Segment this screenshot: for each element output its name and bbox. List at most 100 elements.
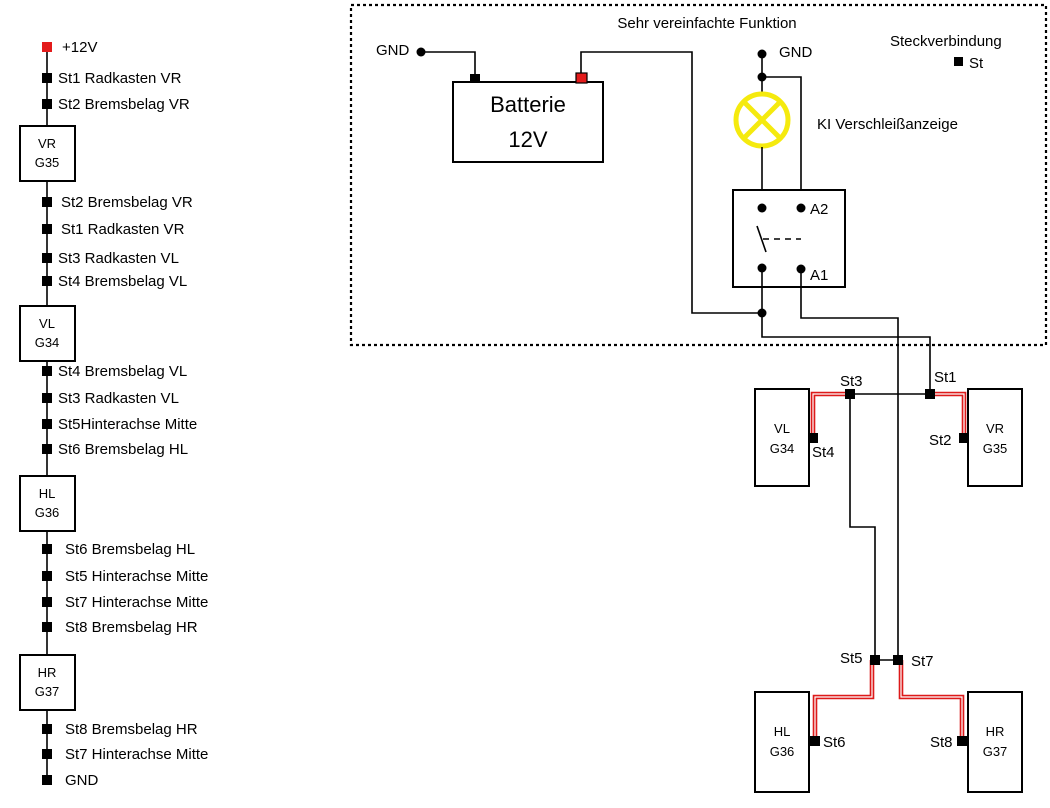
connector-st5-label: St5 bbox=[840, 650, 863, 667]
chain-sensor-code: G35 bbox=[35, 155, 60, 170]
chain-label: +12V bbox=[62, 39, 97, 56]
chain-sensor-name: VL bbox=[39, 316, 55, 331]
sensor-leads bbox=[810, 391, 967, 740]
connector-chain: +12V St1 Radkasten VR St2 Bremsbelag VR VR G… bbox=[19, 39, 208, 789]
relay-a2-pin bbox=[796, 203, 806, 213]
chain-sensor-box bbox=[19, 654, 76, 711]
sensor-vr-code: G35 bbox=[983, 441, 1008, 456]
sensor-vr bbox=[967, 388, 1023, 487]
legend-symbol-label: St bbox=[969, 55, 984, 72]
chain-connector bbox=[42, 366, 52, 376]
battery-minus-wire bbox=[421, 51, 476, 77]
connector-st4-label: St4 bbox=[812, 444, 835, 461]
chain-sensor-code: G34 bbox=[35, 335, 60, 350]
chain-label: St2 Bremsbelag VR bbox=[61, 194, 193, 211]
sensor-hr-code: G37 bbox=[983, 744, 1008, 759]
sensor-hl-name: HL bbox=[774, 724, 791, 739]
connector-st8 bbox=[957, 736, 967, 746]
chain-connector bbox=[42, 622, 52, 632]
chain-label: St8 Bremsbelag HR bbox=[65, 721, 198, 738]
chain-connector bbox=[42, 775, 52, 785]
chain-connector bbox=[42, 99, 52, 109]
relay-a2-label: A2 bbox=[810, 201, 828, 218]
connector-st3-label: St3 bbox=[840, 373, 863, 390]
connector-st5 bbox=[870, 655, 880, 665]
battery bbox=[452, 81, 604, 163]
sensor-vr-name: VR bbox=[986, 421, 1004, 436]
chain-connector bbox=[42, 197, 52, 207]
connector-st7-label: St7 bbox=[911, 653, 934, 670]
battery-minus-terminal bbox=[470, 74, 480, 83]
connector-st6-label: St6 bbox=[823, 734, 846, 751]
battery-plus-terminal bbox=[575, 72, 588, 84]
chain-sensor-code: G36 bbox=[35, 505, 60, 520]
gnd-label-right: GND bbox=[779, 44, 813, 61]
sensor-hr bbox=[967, 691, 1023, 793]
chain-sensor-box bbox=[19, 305, 76, 362]
chain-sensor-code: G37 bbox=[35, 684, 60, 699]
connector-st2-label: St2 bbox=[929, 432, 952, 449]
sensor-vl-name: VL bbox=[774, 421, 790, 436]
return-wire-st7 bbox=[800, 269, 899, 660]
connector-legend-icon bbox=[954, 57, 963, 66]
lamp-return-wire bbox=[762, 76, 802, 207]
sensor-vl-code: G34 bbox=[770, 441, 795, 456]
warning-lamp-icon bbox=[733, 91, 791, 149]
relay-contact-top bbox=[757, 203, 767, 213]
sensor-hl-code: G36 bbox=[770, 744, 795, 759]
chain-connector bbox=[42, 419, 52, 429]
chain-connector bbox=[42, 597, 52, 607]
legend-title: Steckverbindung bbox=[890, 33, 1002, 50]
chain-label: St2 Bremsbelag VR bbox=[58, 96, 190, 113]
sensor-hl bbox=[754, 691, 810, 793]
chain-label: St3 Radkasten VL bbox=[58, 250, 179, 267]
chain-connector bbox=[42, 253, 52, 263]
chain-connector bbox=[42, 393, 52, 403]
connector-st6 bbox=[810, 736, 820, 746]
battery-plus-wire bbox=[580, 51, 762, 314]
chain-label: St7 Hinterachse Mitte bbox=[65, 594, 208, 611]
chain-label: St1 Radkasten VR bbox=[58, 70, 182, 87]
chain-label: St6 Bremsbelag HL bbox=[58, 441, 188, 458]
chain-sensor-name: VR bbox=[38, 136, 56, 151]
battery-label: Batterie bbox=[490, 92, 566, 117]
chain-label: St4 Bremsbelag VL bbox=[58, 363, 187, 380]
relay-switch-arm bbox=[756, 225, 767, 253]
connector-st7 bbox=[893, 655, 903, 665]
chain-connector bbox=[42, 73, 52, 83]
chain-connector bbox=[42, 571, 52, 581]
chain-label: St7 Hinterachse Mitte bbox=[65, 746, 208, 763]
chain-connector bbox=[42, 276, 52, 286]
chain-label: St5Hinterachse Mitte bbox=[58, 416, 197, 433]
chain-sensor-name: HR bbox=[38, 665, 57, 680]
connector-st1 bbox=[925, 389, 935, 399]
sensor-hr-name: HR bbox=[986, 724, 1005, 739]
chain-label: St8 Bremsbelag HR bbox=[65, 619, 198, 636]
st3-st5-wire bbox=[849, 394, 876, 660]
chain-label: St3 Radkasten VL bbox=[58, 390, 179, 407]
connector-st2 bbox=[959, 433, 969, 443]
gnd-label-left: GND bbox=[376, 42, 410, 59]
chain-sensor-box bbox=[19, 475, 76, 532]
chain-label: St1 Radkasten VR bbox=[61, 221, 185, 238]
feed-wire-st1 bbox=[761, 313, 931, 394]
chain-connector bbox=[42, 42, 52, 52]
chain-connector bbox=[42, 224, 52, 234]
battery-voltage: 12V bbox=[508, 127, 547, 152]
relay-a1-label: A1 bbox=[810, 267, 828, 284]
connector-st4 bbox=[808, 433, 818, 443]
chain-sensor-box bbox=[19, 125, 76, 182]
chain-label: St5 Hinterachse Mitte bbox=[65, 568, 208, 585]
chain-connector bbox=[42, 749, 52, 759]
chain-label: GND bbox=[65, 772, 99, 789]
function-frame bbox=[349, 3, 1048, 347]
chain-label: St4 Bremsbelag VL bbox=[58, 273, 187, 290]
chain-connector bbox=[42, 724, 52, 734]
chain-connector bbox=[42, 444, 52, 454]
connector-st3 bbox=[845, 389, 855, 399]
circuit-title: Sehr vereinfachte Funktion bbox=[617, 15, 796, 32]
chain-connector bbox=[42, 544, 52, 554]
chain-sensor-name: HL bbox=[39, 486, 56, 501]
connector-st1-label: St1 bbox=[934, 369, 957, 386]
